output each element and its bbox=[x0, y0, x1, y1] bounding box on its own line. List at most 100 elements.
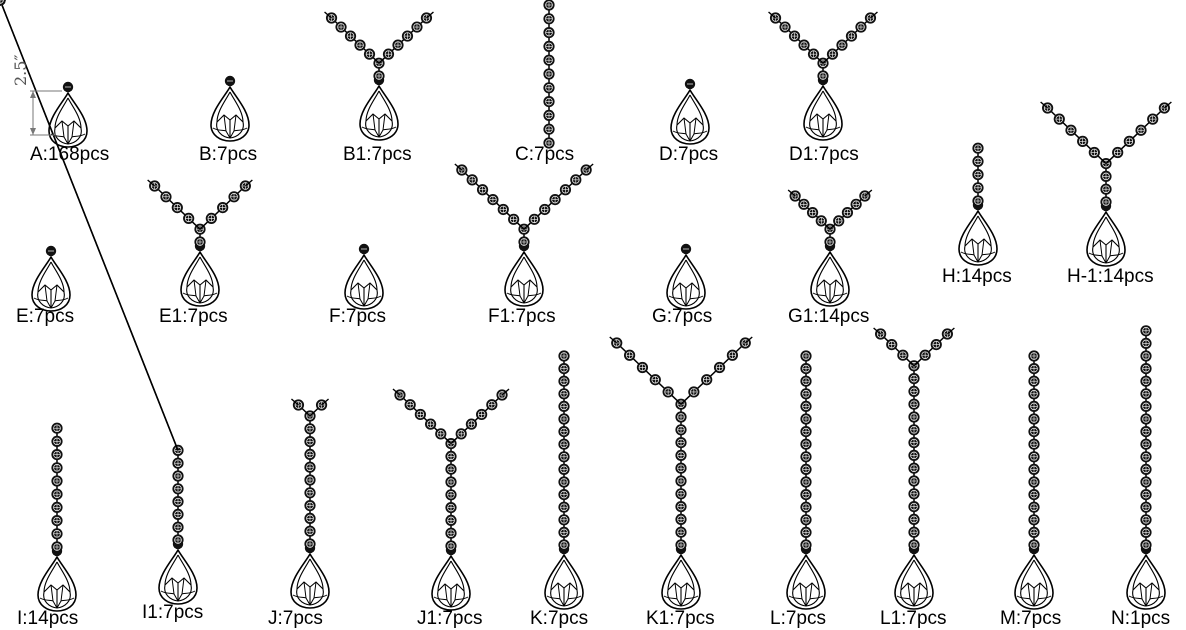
arm-bead bbox=[850, 198, 863, 211]
crystal-drop bbox=[670, 89, 710, 145]
stem-bead bbox=[675, 513, 687, 526]
stem-bead bbox=[558, 526, 570, 539]
stem-bead bbox=[908, 526, 920, 539]
part-label: I:14pcs bbox=[17, 608, 78, 629]
crystal-drop bbox=[958, 210, 998, 266]
crystal-drop bbox=[37, 556, 77, 612]
part-figure bbox=[609, 336, 753, 610]
stem-bead bbox=[1028, 362, 1040, 375]
arm-bead bbox=[919, 349, 932, 362]
stem-bead bbox=[304, 538, 316, 550]
stem-bead bbox=[1028, 400, 1040, 413]
arm-bead bbox=[344, 30, 357, 43]
part-figure bbox=[290, 398, 330, 609]
strand-bead bbox=[543, 54, 555, 67]
stem-bead bbox=[51, 475, 63, 487]
arm-bead bbox=[401, 30, 414, 43]
stem-bead bbox=[908, 539, 920, 551]
arm-bead bbox=[1135, 124, 1147, 137]
stem-bead bbox=[800, 375, 812, 388]
stem-bead bbox=[445, 463, 457, 476]
stem-bead bbox=[800, 539, 812, 551]
arm-bead bbox=[1053, 113, 1066, 126]
arm-bead bbox=[1111, 146, 1124, 159]
stem-bead bbox=[1140, 501, 1152, 514]
part-figure bbox=[454, 163, 594, 307]
stem-bead bbox=[800, 400, 812, 413]
stem-bead bbox=[558, 463, 570, 476]
stem-bead bbox=[800, 476, 812, 488]
stem-bead bbox=[1100, 183, 1112, 196]
arm-bead bbox=[216, 201, 229, 214]
stem-bead bbox=[445, 488, 457, 501]
arm-bead bbox=[485, 398, 498, 411]
part-figure bbox=[37, 422, 77, 612]
stem-bead bbox=[1140, 350, 1152, 362]
arm-bead bbox=[497, 203, 510, 216]
stem-bead bbox=[445, 514, 457, 527]
dimension-marker: 2.5″ bbox=[11, 55, 62, 136]
arm-bead bbox=[623, 349, 636, 362]
crystal-drop bbox=[810, 251, 850, 307]
part-label: I1:7pcs bbox=[142, 602, 203, 623]
stem-bead bbox=[972, 195, 984, 207]
stem-bead bbox=[51, 541, 63, 553]
stem-bead bbox=[800, 425, 812, 438]
stem-bead bbox=[972, 142, 984, 155]
stem-bead bbox=[675, 500, 687, 513]
stem-bead bbox=[558, 450, 570, 463]
part-figure bbox=[48, 81, 88, 148]
arm-bead bbox=[476, 183, 489, 196]
arm-bead bbox=[832, 214, 845, 227]
stem-bead bbox=[51, 435, 63, 448]
stem-bead bbox=[558, 413, 570, 425]
figures-layer bbox=[0, 0, 1172, 612]
stem-bead bbox=[445, 476, 457, 488]
arm-bead bbox=[636, 361, 649, 374]
crystal-drop bbox=[666, 254, 706, 310]
stem-bead bbox=[172, 482, 184, 495]
strand-bead bbox=[543, 12, 555, 25]
arm-bead bbox=[411, 21, 423, 33]
arm-bead bbox=[826, 48, 839, 61]
stem-bead bbox=[675, 436, 687, 449]
part-label: E1:7pcs bbox=[159, 306, 228, 327]
stem-bead bbox=[675, 539, 687, 551]
stem-bead bbox=[908, 423, 920, 436]
stem-bead bbox=[908, 500, 920, 513]
stem-bead bbox=[1140, 450, 1152, 463]
stem-bead bbox=[51, 501, 63, 514]
stem-bead bbox=[972, 168, 984, 181]
part-label: D1:7pcs bbox=[789, 144, 859, 165]
arm-bead bbox=[569, 173, 582, 186]
stem-bead bbox=[800, 488, 812, 501]
stem-bead bbox=[1140, 400, 1152, 413]
stem-bead bbox=[1028, 425, 1040, 438]
stem-bead bbox=[194, 236, 206, 248]
crystal-drop bbox=[290, 553, 330, 609]
stem-bead bbox=[800, 526, 812, 539]
arm-bead bbox=[836, 39, 848, 52]
stem-bead bbox=[558, 438, 570, 451]
stem-bead bbox=[1028, 501, 1040, 514]
stem-bead bbox=[675, 526, 687, 539]
crystal-drop bbox=[1086, 211, 1126, 267]
part-label: E:7pcs bbox=[16, 306, 74, 327]
arm-bead bbox=[404, 398, 417, 411]
stem-bead bbox=[1028, 450, 1040, 463]
crystal-drop bbox=[431, 555, 471, 611]
part-label: H:14pcs bbox=[942, 266, 1012, 287]
arm-bead bbox=[160, 190, 172, 203]
stem-bead bbox=[304, 499, 316, 512]
part-figure bbox=[1040, 101, 1172, 267]
part-figure bbox=[786, 350, 826, 610]
arm-bead bbox=[414, 408, 427, 421]
stem-bead bbox=[972, 155, 984, 168]
stem-bead bbox=[800, 513, 812, 526]
part-label: L:7pcs bbox=[770, 608, 826, 629]
arm-bead bbox=[855, 21, 867, 33]
arm-bead bbox=[687, 386, 700, 398]
stem-bead bbox=[1028, 526, 1040, 539]
part-figure bbox=[1014, 350, 1054, 610]
